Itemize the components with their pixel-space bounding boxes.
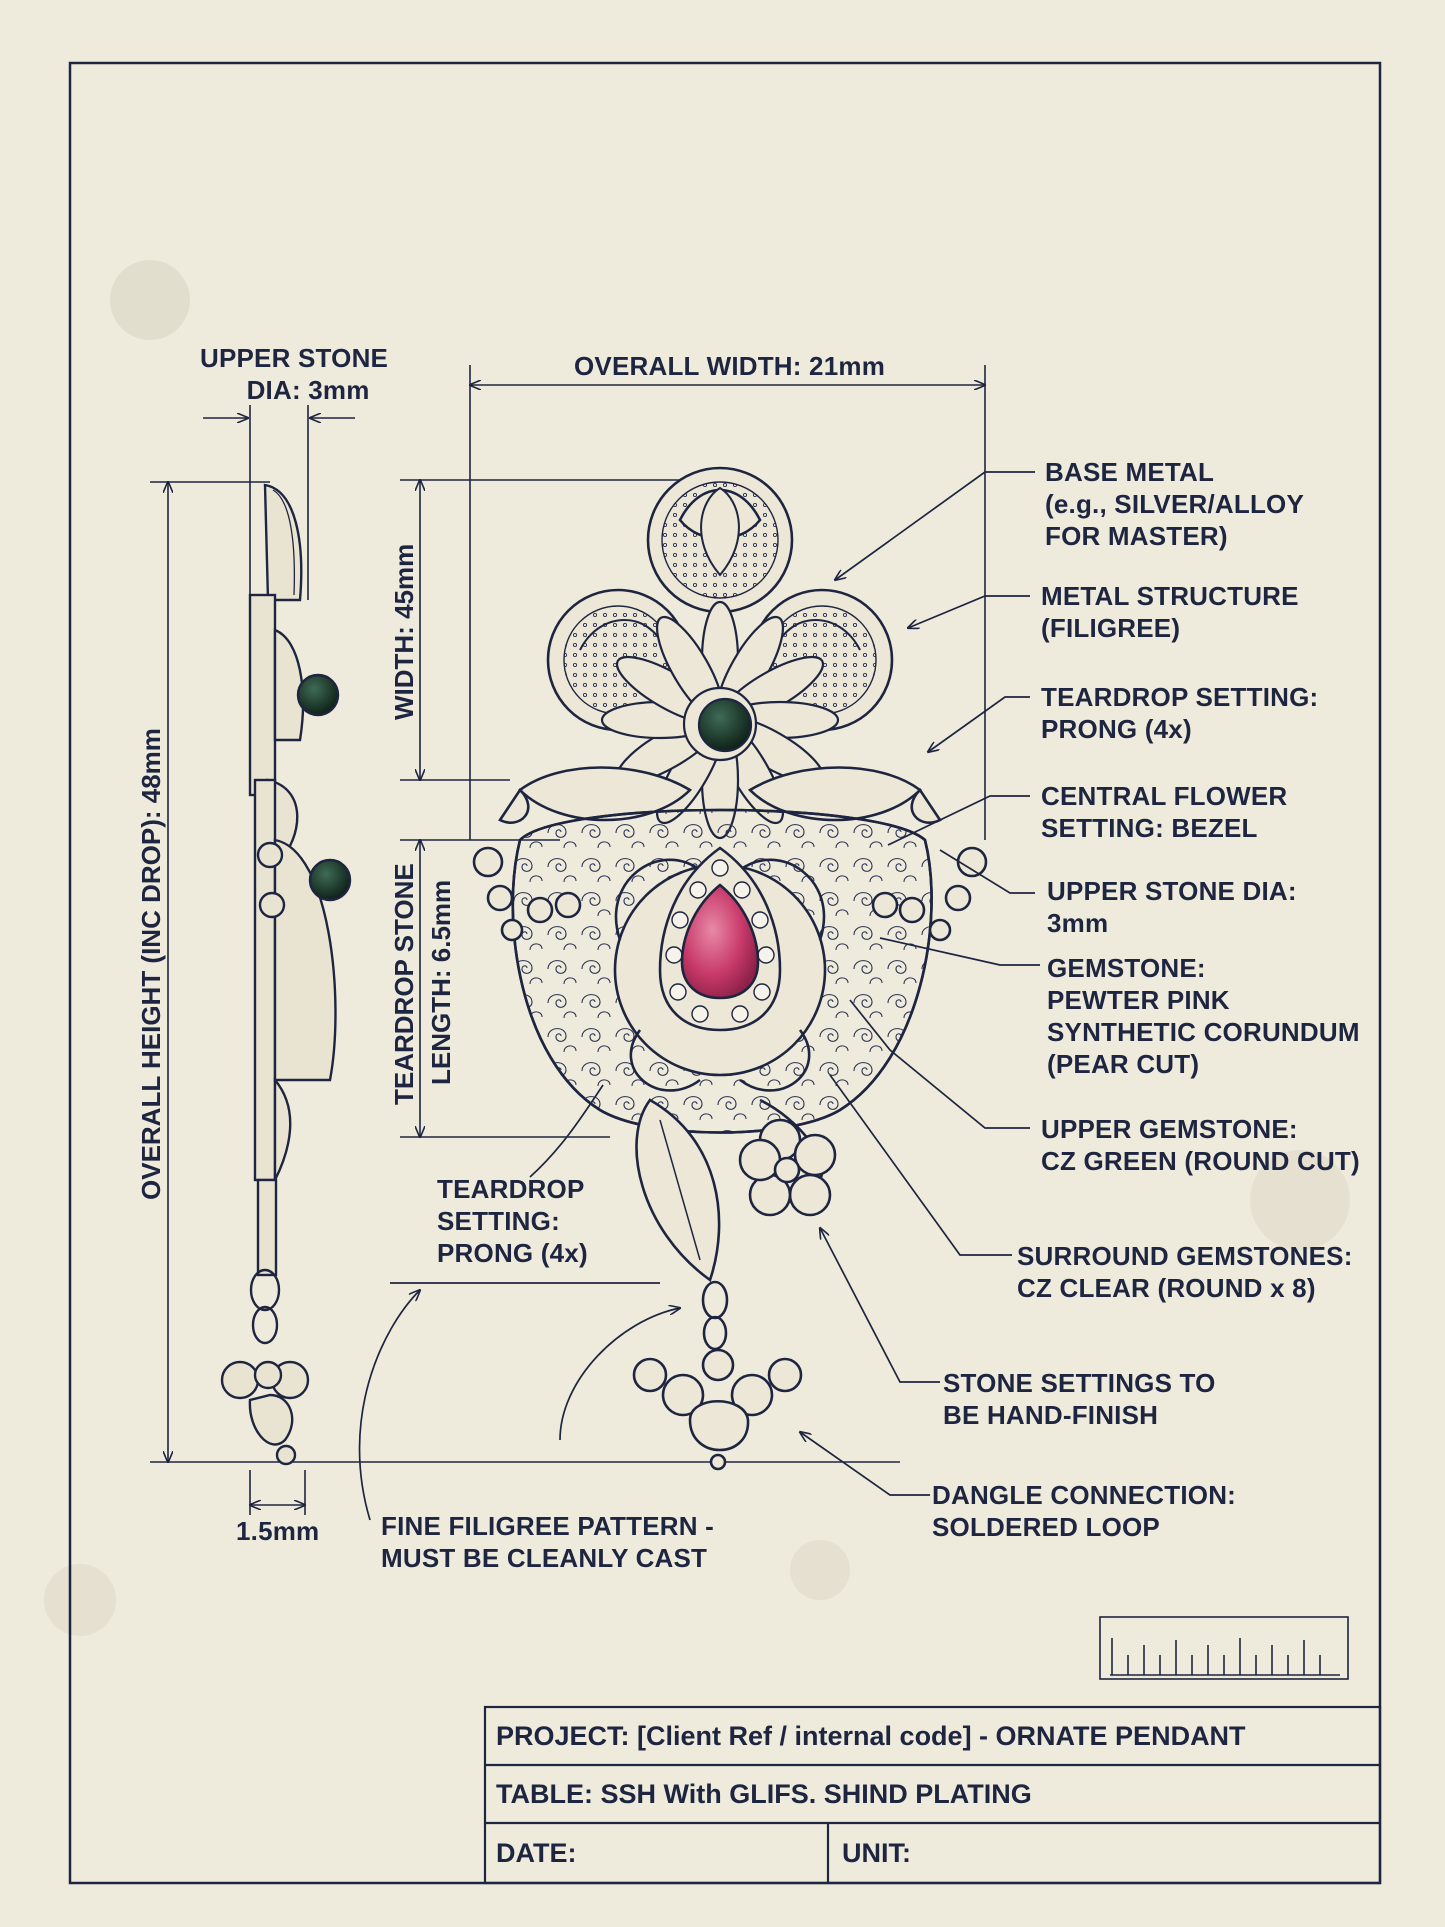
label-line: SETTING: BEZEL bbox=[1041, 813, 1258, 843]
callout-metal-structure: METAL STRUCTURE (FILIGREE) bbox=[1041, 580, 1299, 644]
dim-teardrop-stone-line1: TEARDROP STONE bbox=[389, 863, 419, 1105]
paper-texture bbox=[44, 260, 1350, 1636]
halo-stones bbox=[665, 859, 775, 1023]
small-flower bbox=[738, 1118, 837, 1217]
pendant-front-view bbox=[472, 466, 988, 1471]
bead-clusters bbox=[472, 846, 988, 942]
label-line: (e.g., SILVER/ALLOY bbox=[1045, 489, 1305, 519]
label-line: FOR MASTER) bbox=[1045, 521, 1228, 551]
label-line: TEARDROP SETTING: bbox=[1041, 682, 1319, 712]
label-line: SOLDERED LOOP bbox=[932, 1512, 1160, 1542]
overall-width-label: OVERALL WIDTH: 21mm bbox=[574, 351, 886, 381]
label-line: PRONG (4x) bbox=[437, 1238, 588, 1268]
title-project: PROJECT: [Client Ref / internal code] - … bbox=[496, 1721, 1246, 1751]
label-line: PRONG (4x) bbox=[1041, 714, 1192, 744]
callout-teardrop-setting-right: TEARDROP SETTING: PRONG (4x) bbox=[1041, 681, 1318, 745]
label-line: BE HAND-FINISH bbox=[943, 1400, 1159, 1430]
callout-filigree: FINE FILIGREE PATTERN - MUST BE CLEANLY … bbox=[381, 1510, 714, 1574]
dimension-lines bbox=[150, 365, 985, 1515]
label-line: 3mm bbox=[1047, 908, 1109, 938]
label-line: (PEAR CUT) bbox=[1047, 1049, 1200, 1079]
thickness-label: 1.5mm bbox=[236, 1516, 320, 1546]
dim-teardrop-stone-line2: LENGTH: 6.5mm bbox=[426, 880, 456, 1085]
callout-central-flower: CENTRAL FLOWER SETTING: BEZEL bbox=[1041, 780, 1287, 844]
leader-lines bbox=[358, 471, 1040, 1521]
callout-dangle-connection: DANGLE CONNECTION: SOLDERED LOOP bbox=[932, 1479, 1236, 1543]
title-block bbox=[483, 1705, 1382, 1885]
callout-upper-gemstone: UPPER GEMSTONE: CZ GREEN (ROUND CUT) bbox=[1041, 1113, 1360, 1177]
label-line: CZ CLEAR (ROUND x 8) bbox=[1017, 1273, 1316, 1303]
callout-upper-stone-dia: UPPER STONE DIA: 3mm bbox=[1047, 875, 1297, 939]
label-line: METAL STRUCTURE bbox=[1041, 581, 1299, 611]
label-line: STONE SETTINGS TO bbox=[943, 1368, 1216, 1398]
upper-stone-dim-label: UPPER STONE DIA: 3mm bbox=[200, 342, 388, 406]
label-line: CENTRAL FLOWER bbox=[1041, 781, 1288, 811]
label-line: SYNTHETIC CORUNDUM bbox=[1047, 1017, 1360, 1047]
callout-teardrop-setting-left: TEARDROP SETTING: PRONG (4x) bbox=[437, 1173, 588, 1269]
label-line: BASE METAL bbox=[1045, 457, 1215, 487]
title-date: DATE: bbox=[496, 1838, 577, 1868]
label-line: DIA: 3mm bbox=[246, 375, 370, 405]
callout-surround-gemstones: SURROUND GEMSTONES: CZ CLEAR (ROUND x 8) bbox=[1017, 1240, 1353, 1304]
label-line: SETTING: bbox=[437, 1206, 560, 1236]
title-unit: UNIT: bbox=[842, 1838, 911, 1868]
scale-ruler bbox=[1099, 1616, 1349, 1680]
label-line: FINE FILIGREE PATTERN - bbox=[381, 1511, 714, 1541]
title-table: TABLE: SSH With GLIFS. SHIND PLATING bbox=[496, 1779, 1032, 1809]
dim-overall-height: OVERALL HEIGHT (INC DROP): 48mm bbox=[136, 728, 166, 1200]
label-line: SURROUND GEMSTONES: bbox=[1017, 1241, 1353, 1271]
label-line: TEARDROP bbox=[437, 1174, 585, 1204]
callout-stone-settings: STONE SETTINGS TO BE HAND-FINISH bbox=[943, 1367, 1216, 1431]
label-line: MUST BE CLEANLY CAST bbox=[381, 1543, 708, 1573]
label-line: UPPER GEMSTONE: bbox=[1041, 1114, 1298, 1144]
label-line: GEMSTONE: bbox=[1047, 953, 1206, 983]
pink-stone bbox=[680, 883, 760, 1000]
label-line: PEWTER PINK bbox=[1047, 985, 1230, 1015]
label-line: DANGLE CONNECTION: bbox=[932, 1480, 1237, 1510]
side-view bbox=[220, 483, 352, 1466]
dim-width-45: WIDTH: 45mm bbox=[389, 544, 419, 720]
green-stone bbox=[697, 697, 753, 753]
label-line: UPPER STONE bbox=[200, 343, 389, 373]
label-line: (FILIGREE) bbox=[1041, 613, 1181, 643]
label-line: CZ GREEN (ROUND CUT) bbox=[1041, 1146, 1360, 1176]
label-line: UPPER STONE DIA: bbox=[1047, 876, 1297, 906]
callout-gemstone: GEMSTONE: PEWTER PINK SYNTHETIC CORUNDUM… bbox=[1047, 952, 1360, 1080]
callout-base-metal: BASE METAL (e.g., SILVER/ALLOY FOR MASTE… bbox=[1045, 456, 1304, 552]
